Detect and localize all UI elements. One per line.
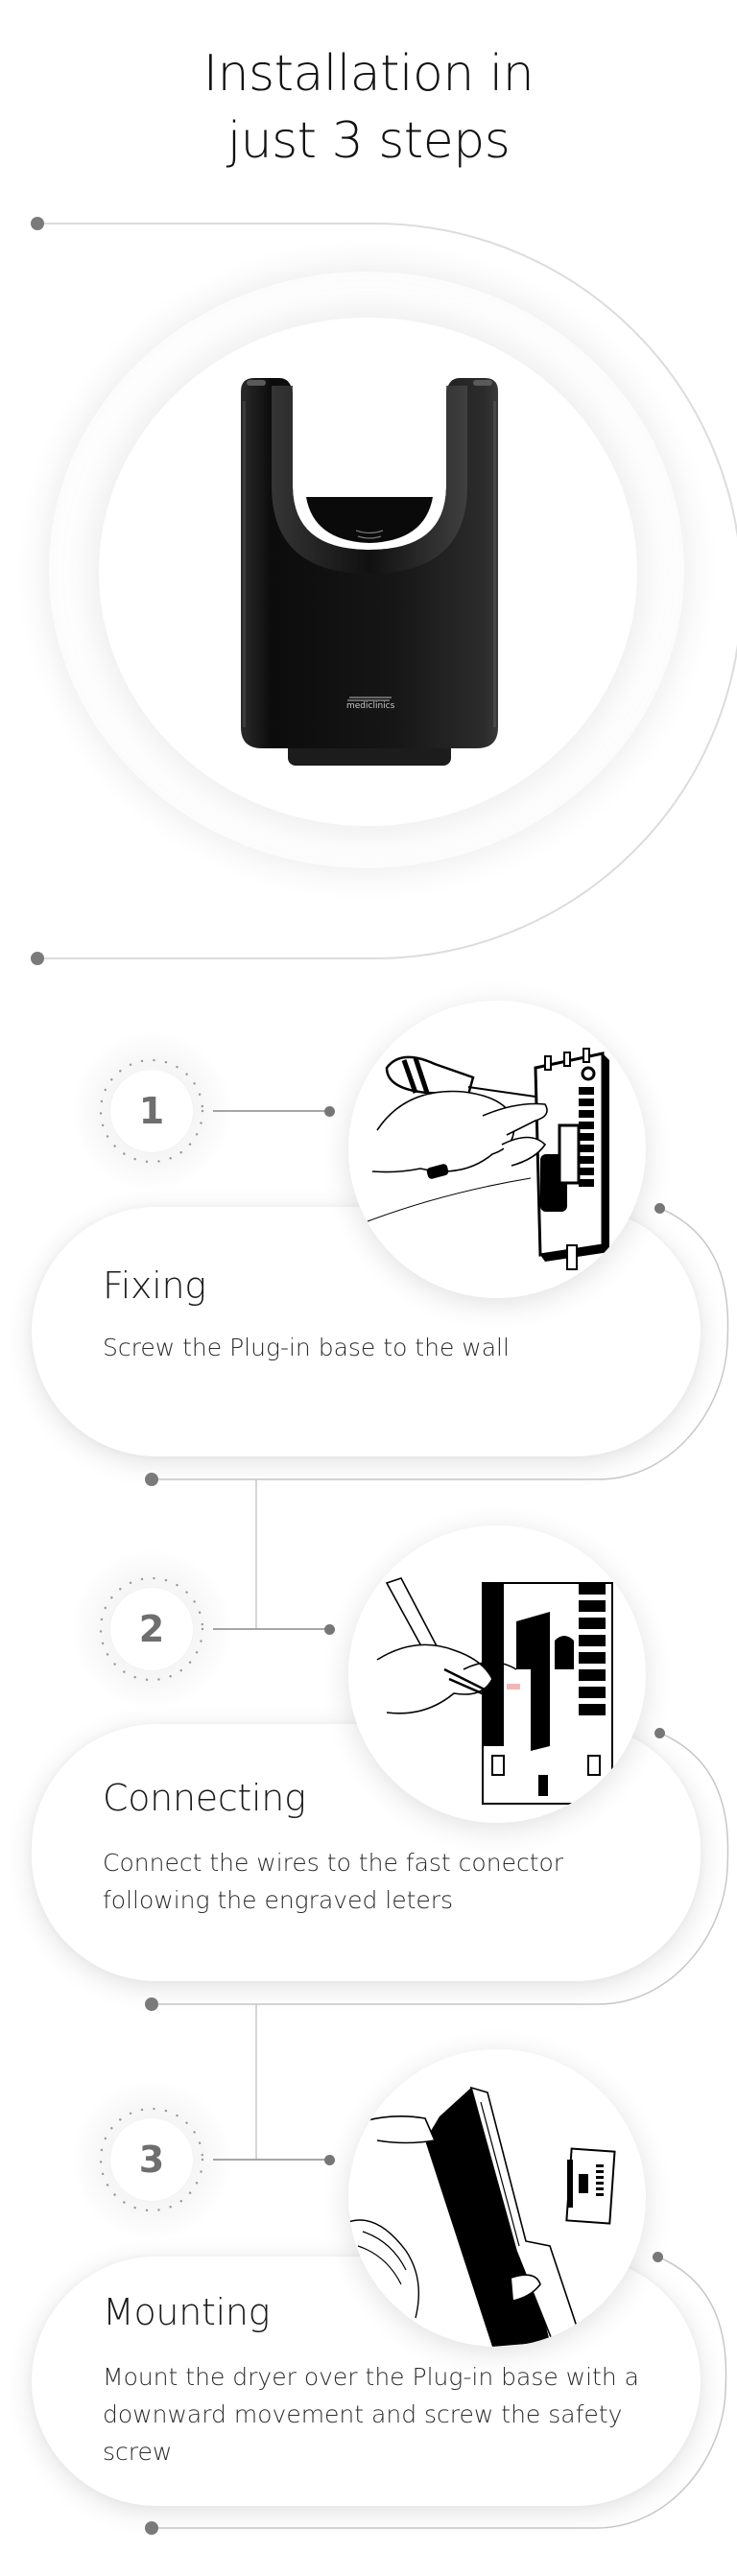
timeline-dot (145, 2521, 158, 2535)
page-title: Installation in just 3 steps (0, 40, 737, 175)
connector-dot (324, 2155, 335, 2165)
step-title: Connecting (103, 1777, 306, 1819)
step-illustration-fixing (348, 1001, 646, 1298)
illustration-mounting-icon (348, 2086, 616, 2347)
hand-dryer-icon (241, 378, 498, 766)
page-title-line-2: just 3 steps (226, 112, 511, 170)
illustration-fixing-icon (367, 1048, 609, 1270)
step-title: Fixing (103, 1264, 206, 1307)
badge-inner-circle: 2 (110, 1588, 193, 1670)
page-title-line-1: Installation in (202, 45, 535, 103)
step-description: Screw the Plug-in base to the wall (103, 1334, 510, 1361)
illustration-connecting-icon (376, 1577, 613, 1805)
step-number-badge: 1 (70, 1029, 233, 1193)
product-image-hand-dryer: mediclinics (233, 372, 506, 770)
dotted-ring-icon (99, 2107, 204, 2212)
timeline-dot-hero-top (31, 217, 44, 230)
timeline-dot (145, 1997, 158, 2011)
connector-dot (654, 1203, 665, 1214)
timeline-dot-hero-bottom (31, 952, 44, 965)
step-illustration-connecting (348, 1525, 646, 1823)
step-number: 3 (138, 2139, 165, 2181)
timeline-dot (145, 1473, 158, 1486)
step-number: 2 (138, 1608, 165, 1650)
step-number-badge: 3 (70, 2078, 233, 2241)
badge-inner-circle: 3 (110, 2118, 193, 2201)
connector-dot (324, 1106, 335, 1117)
step-description: Mount the dryer over the Plug-in base wi… (103, 2363, 639, 2466)
dotted-ring-icon (99, 1576, 204, 1682)
step-illustration-mounting (348, 2049, 646, 2347)
connector-dot (654, 1728, 665, 1738)
step-title: Mounting (103, 2291, 271, 2333)
connector-dot (324, 1624, 335, 1635)
badge-inner-circle: 1 (110, 1070, 193, 1152)
step-number: 1 (138, 1090, 165, 1132)
step-number-badge: 2 (70, 1548, 233, 1711)
connector-dot (653, 2252, 663, 2262)
brand-logo: mediclinics (346, 701, 395, 711)
step-description: Connect the wires to the fast conector f… (103, 1849, 564, 1914)
dotted-ring-icon (99, 1058, 204, 1164)
